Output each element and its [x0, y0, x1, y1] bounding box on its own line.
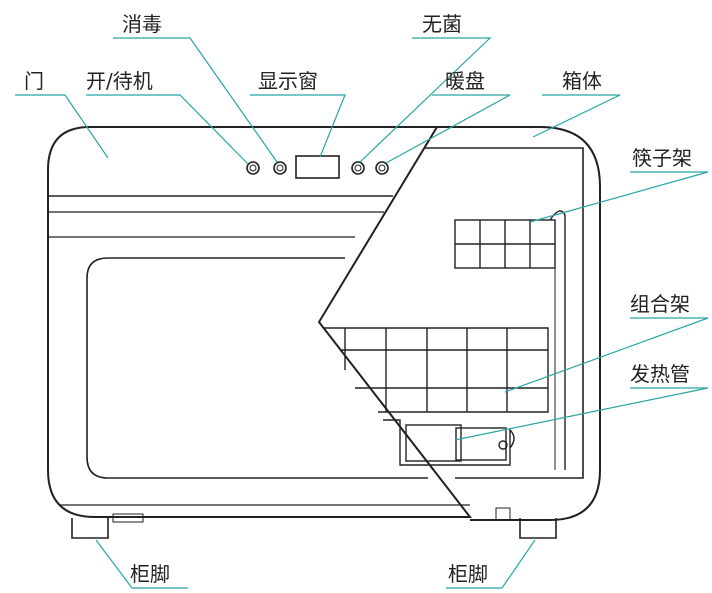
- feet: [71, 507, 557, 539]
- label-foot-left: 柜脚: [130, 562, 170, 586]
- heating-tube: [383, 419, 515, 466]
- warm-plate-button: [375, 161, 389, 175]
- foot-right: [519, 518, 557, 539]
- label-warm-plate: 暖盘: [445, 69, 485, 93]
- label-disinfect: 消毒: [122, 12, 162, 36]
- leader-lines: [15, 37, 709, 589]
- foot-left: [71, 518, 109, 539]
- sterile-button: [351, 161, 365, 175]
- control-panel: [246, 155, 389, 179]
- label-heating-tube: 发热管: [630, 362, 690, 386]
- display-window: [295, 155, 340, 179]
- cabinet-body: [380, 126, 601, 521]
- chopstick-rack: [454, 210, 566, 470]
- door-panel: [47, 126, 473, 518]
- disinfect-button: [273, 161, 287, 175]
- label-cabinet: 箱体: [562, 69, 602, 93]
- power-button: [246, 161, 260, 175]
- label-display: 显示窗: [258, 69, 318, 93]
- label-sterile: 无菌: [422, 12, 462, 36]
- combo-rack: [324, 327, 549, 413]
- label-combo-rack: 组合架: [630, 292, 690, 316]
- label-chopstick-rack: 筷子架: [632, 146, 692, 170]
- label-door: 门: [24, 69, 44, 93]
- label-foot-right: 柜脚: [448, 562, 488, 586]
- label-power: 开/待机: [86, 69, 153, 93]
